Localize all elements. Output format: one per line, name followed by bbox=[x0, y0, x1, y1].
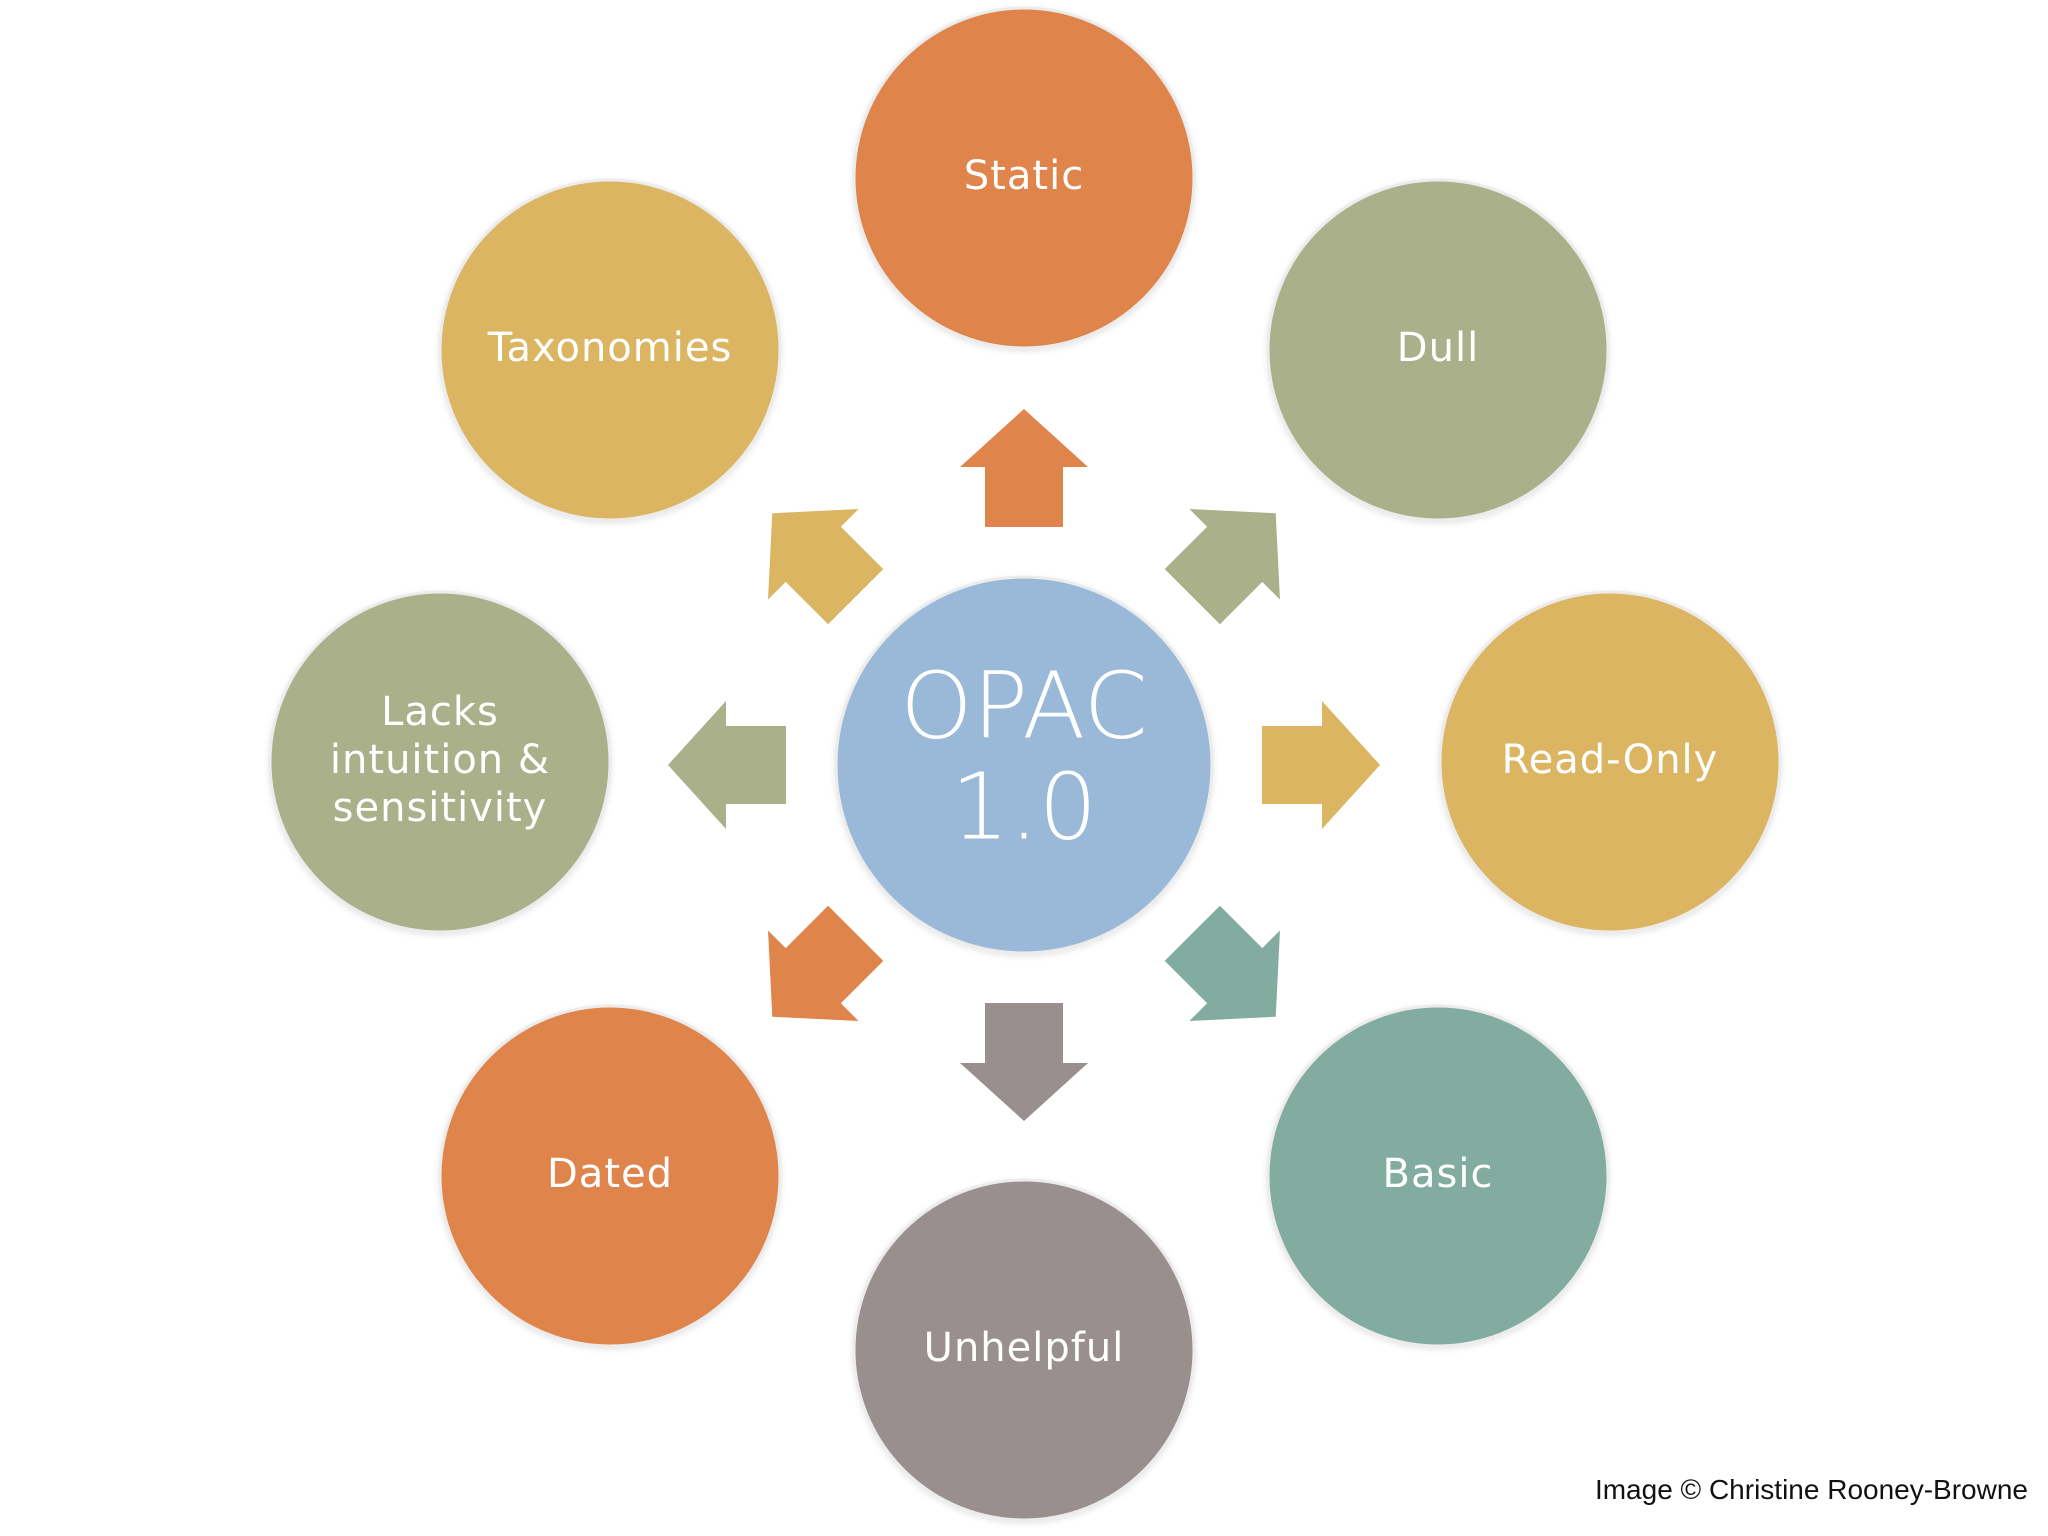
center-node: OPAC 1.0 bbox=[834, 575, 1214, 955]
node-dull-circle bbox=[1266, 178, 1610, 522]
node-basic-circle bbox=[1266, 1004, 1610, 1348]
node-static: Static bbox=[852, 6, 1196, 350]
center-title: OPAC bbox=[900, 653, 1148, 760]
node-unhelpful: Unhelpful bbox=[852, 1178, 1196, 1522]
arrow-to-read-only bbox=[1262, 701, 1380, 829]
arrow-to-unhelpful bbox=[960, 1003, 1088, 1121]
node-read-only-circle bbox=[1438, 590, 1782, 934]
image-credit: Image © Christine Rooney-Browne bbox=[1594, 1474, 2028, 1505]
node-static-label: Static bbox=[964, 153, 1084, 199]
arrows-layer bbox=[668, 409, 1380, 1121]
node-read-only: Read-Only bbox=[1438, 590, 1782, 934]
node-lacks-intuition-label: intuition & bbox=[330, 737, 550, 783]
node-unhelpful-circle bbox=[852, 1178, 1196, 1522]
center-version: 1.0 bbox=[951, 754, 1097, 861]
node-lacks-intuition-label: sensitivity bbox=[333, 785, 548, 831]
arrow-to-lacks-intuition bbox=[668, 701, 786, 829]
node-taxonomies-label: Taxonomies bbox=[487, 325, 733, 371]
node-basic: Basic bbox=[1266, 1004, 1610, 1348]
node-dull-label: Dull bbox=[1397, 325, 1479, 371]
arrow-to-dated bbox=[768, 905, 884, 1021]
node-dated-circle bbox=[438, 1004, 782, 1348]
node-unhelpful-label: Unhelpful bbox=[924, 1325, 1125, 1371]
node-basic-label: Basic bbox=[1383, 1151, 1494, 1197]
arrow-to-taxonomies bbox=[768, 509, 884, 625]
node-lacks-intuition-label: Lacks bbox=[381, 689, 499, 735]
node-lacks-intuition-circle bbox=[268, 590, 612, 934]
node-taxonomies-circle bbox=[438, 178, 782, 522]
node-static-circle bbox=[852, 6, 1196, 350]
node-dated-label: Dated bbox=[547, 1151, 673, 1197]
node-dated: Dated bbox=[438, 1004, 782, 1348]
arrow-to-static bbox=[960, 409, 1088, 527]
node-dull: Dull bbox=[1266, 178, 1610, 522]
center-circle bbox=[834, 575, 1214, 955]
node-read-only-label: Read-Only bbox=[1502, 737, 1719, 783]
arrow-to-dull bbox=[1164, 509, 1280, 625]
arrow-to-basic bbox=[1164, 905, 1280, 1021]
node-taxonomies: Taxonomies bbox=[438, 178, 782, 522]
